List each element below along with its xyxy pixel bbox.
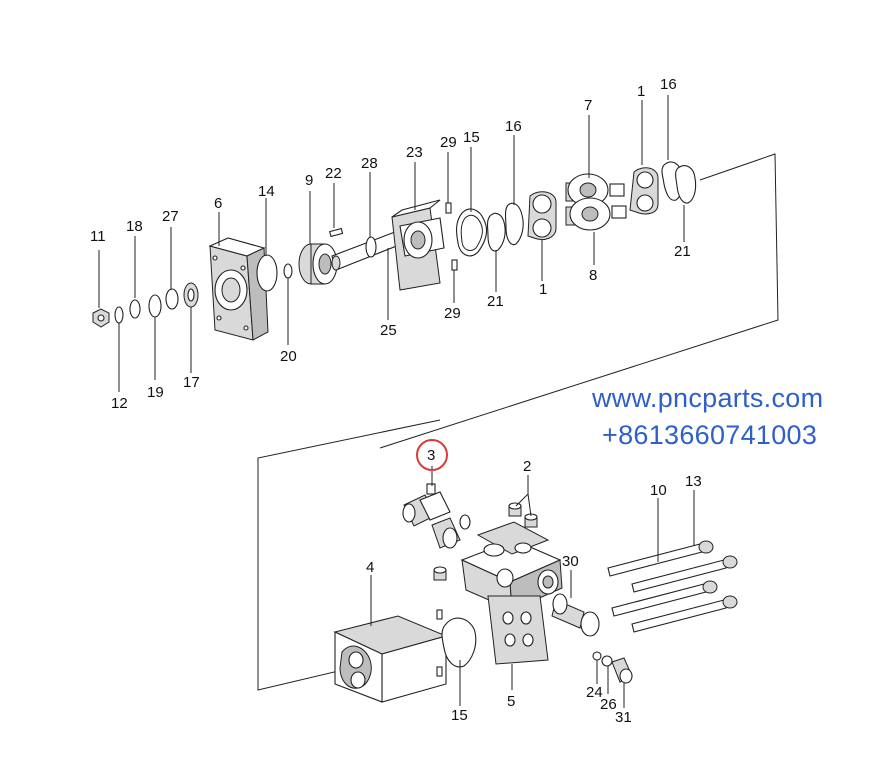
callout-11: 11	[90, 228, 106, 245]
part-19-ring	[148, 294, 162, 318]
part-29-pin-top	[445, 202, 452, 214]
callout-30: 30	[562, 553, 579, 570]
part-24-washer	[592, 651, 602, 661]
callout-29-top: 29	[440, 134, 457, 151]
callout-15-lower: 15	[451, 707, 468, 724]
part-31-plug	[611, 657, 633, 684]
part-16-backup-ring-left	[504, 202, 524, 246]
part-22-key	[329, 227, 344, 238]
part-26-ring	[601, 655, 613, 667]
part-9-bearing	[298, 243, 338, 285]
callout-1-top: 1	[637, 83, 645, 100]
callout-4: 4	[366, 559, 374, 576]
part-21-seal-left	[486, 212, 506, 252]
part-29-pin-bottom	[451, 259, 458, 271]
callout-13: 13	[685, 473, 702, 490]
part-18-washer	[129, 299, 141, 319]
upper-frame	[379, 153, 779, 449]
callout-12: 12	[111, 395, 128, 412]
part-4-rear-housing	[333, 615, 448, 703]
callout-1-bottom: 1	[539, 281, 547, 298]
callout-26: 26	[600, 696, 617, 713]
watermark-phone: +8613660741003	[602, 420, 818, 450]
callout-19: 19	[147, 384, 164, 401]
part-11-nut	[92, 308, 110, 328]
callout-18: 18	[126, 218, 143, 235]
callout-28: 28	[361, 155, 378, 172]
part-10-13-bolts	[607, 540, 738, 633]
part-pin-lower-top	[436, 609, 443, 620]
part-5-valve-body	[460, 521, 563, 665]
part-20-ring	[283, 263, 293, 279]
part-1-bushing-right	[629, 167, 659, 215]
callout-7: 7	[584, 97, 592, 114]
callout-17: 17	[183, 374, 200, 391]
part-plug-left	[433, 566, 447, 581]
callout-6: 6	[214, 195, 222, 212]
callout-29-bottom: 29	[444, 305, 461, 322]
callout-22: 22	[325, 165, 342, 182]
leader-lines	[98, 95, 695, 708]
part-21-seal-right	[675, 165, 697, 204]
part-15-gasket-lower	[441, 617, 477, 668]
callout-3-highlight-ring	[416, 439, 448, 471]
part-pin-lower-bottom	[436, 666, 443, 677]
callout-21-left: 21	[487, 293, 504, 310]
part-6-front-cover	[208, 237, 269, 341]
callout-27: 27	[162, 208, 179, 225]
watermark-url: www.pncparts.com	[592, 383, 824, 413]
callout-5: 5	[507, 693, 515, 710]
part-2-plug-b	[524, 513, 538, 528]
part-12-washer	[114, 306, 124, 324]
callout-31: 31	[615, 709, 632, 726]
callout-21-right: 21	[674, 243, 691, 260]
part-30-check-valve	[551, 593, 600, 637]
callout-8: 8	[589, 267, 597, 284]
part-8-gear	[565, 197, 627, 231]
part-1-bushing-left	[527, 191, 557, 241]
part-23-body-plate	[391, 199, 445, 291]
part-14-o-ring	[256, 254, 278, 292]
callout-16-right: 16	[660, 76, 677, 93]
callout-2: 2	[523, 458, 531, 475]
callout-24: 24	[586, 684, 603, 701]
part-3-relief-valve	[402, 483, 471, 549]
part-27-ring	[165, 288, 179, 310]
callout-3: 3	[427, 447, 435, 464]
callout-10: 10	[650, 482, 667, 499]
callout-20: 20	[280, 348, 297, 365]
part-28-shaft	[331, 231, 400, 271]
part-2-plug-a	[508, 502, 522, 517]
part-snap-ring	[365, 236, 377, 258]
callout-15: 15	[463, 129, 480, 146]
callout-9: 9	[305, 172, 313, 189]
callout-25: 25	[380, 322, 397, 339]
callout-14: 14	[258, 183, 275, 200]
callout-16-left: 16	[505, 118, 522, 135]
callout-23: 23	[406, 144, 423, 161]
